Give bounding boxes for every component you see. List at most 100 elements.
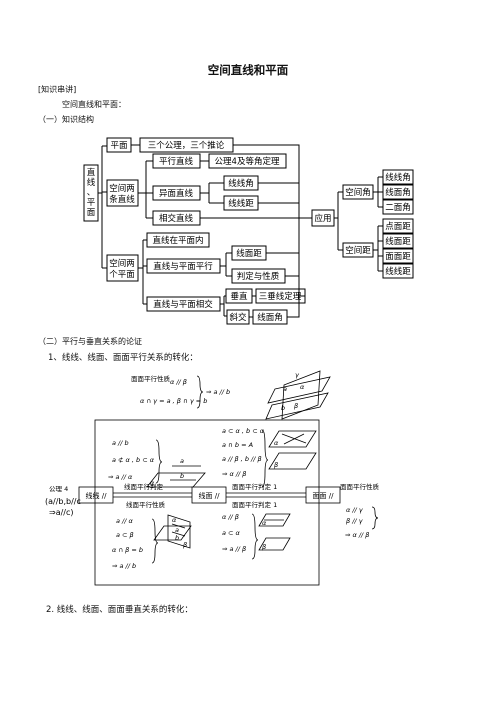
lfp-a-label: a (175, 526, 179, 534)
box-ll-label: 线线 // (86, 491, 108, 500)
root-label-3: 、 (87, 188, 96, 198)
angle-ll-label: 线线角 (228, 178, 254, 189)
two-planes-label-1: 空间两 (109, 258, 135, 269)
dist-lp-label: 线面距 (236, 248, 262, 259)
oblique-label: 斜交 (229, 312, 247, 323)
lf-property-label: 线面平行性质 (126, 500, 166, 509)
fig-b-label: b (180, 472, 184, 480)
ffj2-conclusion: ⇒ a // β (222, 545, 246, 553)
plane-alpha-shape-3 (268, 430, 317, 448)
dist-label-4: 线线距 (385, 266, 411, 277)
ffp-conclusion: ⇒ α // β (345, 531, 369, 539)
angle-box-1 (382, 169, 414, 185)
axiom4-conclusion: ⇒a//c) (49, 508, 74, 517)
angle-label-3: 二面角 (385, 202, 411, 213)
axiom4-label: 公理 4 (49, 485, 68, 493)
ffj1-cond-3: a // β , b // β (222, 455, 262, 463)
intersect-lines-label: 相交直线 (159, 213, 194, 224)
dist-box-2 (382, 233, 414, 249)
dist-label-2: 线面距 (385, 236, 411, 247)
a-label: a (283, 385, 287, 393)
root-label-5: 面 (87, 208, 96, 218)
two-lines-label-1: 空间两 (109, 183, 135, 194)
ffp-cond-2: β // γ (346, 517, 364, 525)
skew-lines-label: 异面直线 (159, 188, 194, 199)
ff-cond-2: α ∩ γ = a , β ∩ γ = b (140, 397, 207, 405)
knowledge-bracket: [知识串讲] (38, 85, 77, 94)
two-lines-label-2: 条直线 (109, 194, 135, 205)
plane-beta-shape-4 (258, 537, 291, 551)
ff-property2-label: 面面平行性质 (340, 482, 380, 491)
box-lf (191, 486, 227, 504)
ffj1-alpha-label: α (274, 439, 279, 447)
box-ll (78, 486, 114, 504)
plane-beta-shape-3 (153, 525, 192, 541)
axiom4-box (208, 153, 287, 169)
dist-box-1 (382, 218, 414, 234)
box-ff-label: 面面 // (313, 492, 335, 500)
ffj2-cond-1: α // β (222, 513, 239, 521)
angle-box-3 (382, 199, 414, 215)
axioms-label: 三个公理，三个推论 (148, 140, 225, 151)
criteria-label: 判定与性质 (237, 271, 280, 282)
axiom4-label: 公理4及等角定理 (215, 156, 280, 167)
two-planes-label-2: 个平面 (109, 270, 135, 280)
fig-alpha-label: α (150, 479, 155, 487)
dist-box-4 (382, 263, 414, 279)
ffj1-conclusion: ⇒ α // β (222, 470, 246, 478)
dist-box-3 (382, 248, 414, 264)
ffj2-cond-2: a ⊂ α (222, 529, 241, 537)
subject-heading: 空间直线和平面： (62, 100, 126, 109)
lf-judge-label: 线面平行判定 (124, 482, 164, 491)
item-1-heading: 1、线线、线面、面面平行关系的转化： (48, 353, 198, 363)
root-label-2: 线 (87, 177, 96, 188)
ffj1-beta-label: β (274, 461, 278, 469)
dist-label-1: 点面距 (385, 222, 411, 232)
application-label: 应用 (314, 213, 331, 224)
dist-label-3: 面面距 (385, 252, 411, 262)
gamma-label: γ (295, 371, 300, 379)
lf-cond-2: a ⊄ α , b ⊂ α (112, 456, 155, 464)
space-dist-label: 空间距 (345, 245, 371, 256)
lfp-cond-1: a // α (116, 517, 133, 525)
ff-judge1b-label: 面面平行判定 1 (232, 500, 277, 509)
box-ff (305, 486, 341, 504)
ffj2-beta-label: β (262, 543, 266, 551)
lfp-beta-label: β (183, 541, 187, 549)
lfp-alpha-label: α (172, 516, 177, 524)
lf-conclusion: ⇒ a // α (108, 473, 133, 481)
plane-gamma-shape (281, 370, 321, 420)
fig-a-label: a (180, 457, 184, 465)
line-in-plane-box (146, 232, 210, 248)
section-1-heading: （一）知识结构 (38, 115, 94, 124)
ff-judge1-label: 面面平行判定 1 (232, 482, 277, 491)
dist-ll-label: 线线距 (228, 198, 254, 209)
beta-label: β (294, 402, 298, 410)
lfp-conclusion: ⇒ a // b (112, 562, 136, 570)
alpha-label: α (300, 383, 305, 391)
lfp-cond-2: a ⊂ β (116, 531, 134, 539)
root-label-1: 直 (87, 167, 96, 178)
ff-property-label: 面面平行性质 (131, 374, 171, 383)
angle-lp-label: 线面角 (257, 312, 283, 323)
space-angle-label: 空间角 (345, 187, 371, 198)
page-title: 空间直线和平面 (207, 63, 289, 77)
ffj1-cond-1: a ⊂ α , b ⊂ α (222, 427, 265, 435)
ff-conclusion: ⇒ a // b (206, 388, 230, 396)
item-2-heading: 2. 线线、线面、面面垂直关系的转化： (46, 605, 193, 615)
lfp-b-label: b (175, 534, 179, 542)
section-2-heading: （二）平行与垂直关系的论证 (38, 337, 142, 346)
line-int-plane-label: 直线与平面相交 (153, 299, 213, 310)
lfp-cond-3: α ∩ β = b (112, 546, 143, 554)
root-label-4: 平 (87, 198, 96, 208)
perp-label: 垂直 (230, 291, 248, 302)
plane-alpha-shape-4 (167, 514, 191, 549)
plane-alpha-shape (267, 376, 331, 404)
plane-alpha-shape-5 (258, 513, 291, 527)
box-lf-label: 线面 // (199, 491, 221, 500)
three-perp-label: 三垂线定理 (259, 291, 302, 302)
parallel-lines-label: 平行直线 (159, 156, 194, 167)
ffj2-alpha-label: α (262, 519, 267, 527)
